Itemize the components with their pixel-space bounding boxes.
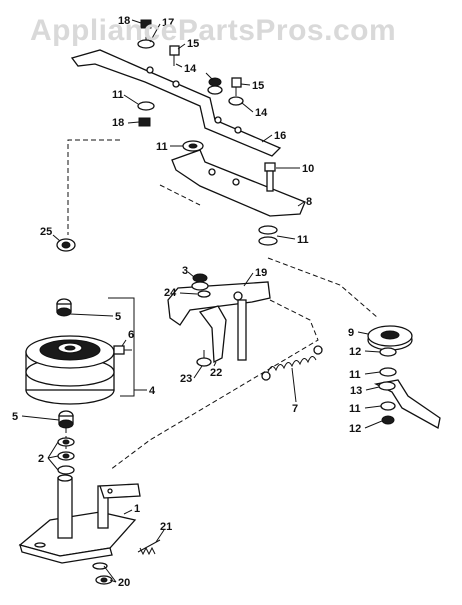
nut-3: [191, 273, 209, 291]
set-screw-6: [113, 345, 132, 355]
callouts: 18 17 15 14 15 14 11 18 16 11 10 8 11 25…: [12, 15, 362, 589]
bolt-15-right: [228, 77, 244, 106]
callout-6: 6: [128, 329, 134, 341]
washer-11-idler-lower: [380, 401, 396, 411]
callout-15-upper: 15: [187, 38, 199, 50]
bearing-5-top: [56, 298, 72, 317]
washer-11-idler: [379, 367, 397, 377]
cotter-pin-21: [137, 539, 161, 556]
callout-11-upper: 11: [112, 89, 124, 101]
callout-5-bottom: 5: [12, 411, 18, 423]
washer-11-mid: [182, 140, 204, 152]
nut-18-lower: [138, 117, 151, 127]
bolt-23: [196, 350, 212, 367]
bolt-18-top: [140, 19, 152, 40]
callout-25: 25: [40, 226, 52, 238]
callout-17: 17: [162, 17, 174, 29]
nut-14-upper: [207, 77, 223, 95]
base-frame: [18, 474, 141, 564]
pulley-bracket-line: [108, 297, 135, 397]
callout-11-idler-lower: 11: [349, 403, 361, 415]
washers-20: [92, 562, 113, 585]
washers-2: [57, 437, 75, 475]
callout-5-top: 5: [115, 311, 121, 323]
lower-bracket: [171, 149, 306, 217]
callout-24: 24: [164, 287, 177, 299]
callout-10: 10: [302, 163, 314, 175]
callout-2: 2: [38, 453, 44, 465]
callout-23: 23: [180, 373, 192, 385]
callout-12-upper: 12: [349, 346, 361, 358]
callout-8: 8: [306, 196, 312, 208]
callout-16: 16: [274, 130, 286, 142]
callout-13: 13: [350, 385, 362, 397]
guide-line-belt: [109, 299, 319, 471]
callout-18-lower: 18: [112, 117, 124, 129]
washer-11-right: [258, 225, 278, 246]
guide-line-center: [159, 184, 201, 206]
bearing-5-bottom: [58, 410, 74, 429]
nut-12: [381, 415, 395, 425]
bolt-10: [264, 162, 276, 192]
callout-15-right: 15: [252, 80, 264, 92]
callout-11-idler: 11: [349, 369, 361, 381]
callout-14-right: 14: [255, 107, 268, 119]
callout-1: 1: [134, 503, 140, 515]
leader-lines: [21, 19, 383, 583]
callout-20: 20: [118, 577, 130, 589]
bolt-15-upper: [169, 45, 180, 66]
callout-18-top: 18: [118, 15, 130, 27]
upper-bracket: [70, 49, 282, 157]
washer-11-upper: [137, 101, 155, 111]
guide-line-left: [67, 139, 120, 235]
idler-bracket: [167, 281, 271, 364]
double-pulley: [25, 335, 115, 405]
callout-11-mid: 11: [156, 141, 168, 153]
watermark: AppliancePartsPros.com: [30, 14, 397, 47]
callout-19: 19: [255, 267, 267, 279]
guide-line-right: [267, 257, 379, 319]
callout-3: 3: [182, 265, 188, 277]
spacer-25: [56, 238, 76, 252]
washer-24: [197, 290, 211, 298]
callout-14-upper: 14: [184, 63, 197, 75]
spring-7: [261, 345, 323, 381]
callout-22: 22: [210, 367, 222, 379]
callout-9: 9: [348, 327, 354, 339]
idler-arm-13: [373, 379, 441, 430]
callout-7: 7: [292, 403, 298, 415]
idler-pulley: [367, 325, 413, 351]
callout-11-right: 11: [297, 234, 309, 246]
callout-4: 4: [149, 385, 156, 397]
callout-21: 21: [160, 521, 172, 533]
washer-12-upper: [379, 347, 397, 357]
callout-12-lower: 12: [349, 423, 361, 435]
